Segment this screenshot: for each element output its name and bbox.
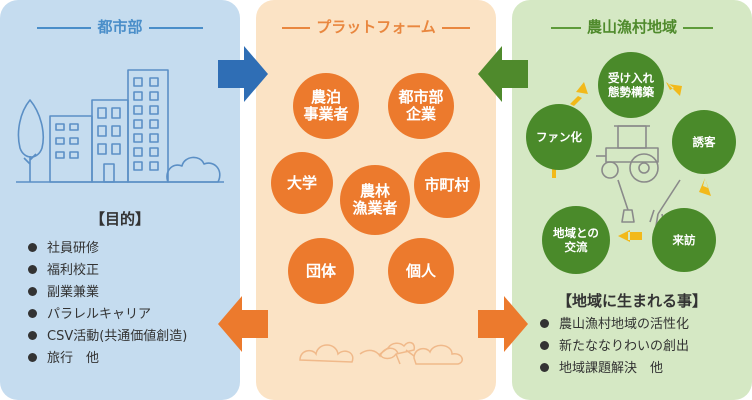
rural-panel: 農山漁村地域 受け入れ 態勢構築 誘客 来訪 地域との 交流 ファン化 【地域に…: [512, 0, 752, 400]
bullet-icon: [540, 319, 549, 328]
arrow-platform-to-urban: [218, 296, 268, 352]
rural-title: 農山漁村地域: [512, 16, 752, 37]
list-item: 副業兼業: [28, 282, 187, 304]
bullet-icon: [540, 341, 549, 350]
arrow-invite-to-visit: [699, 178, 711, 196]
list-item: 旅行 他: [28, 348, 187, 370]
cycle-invite: 誘客: [672, 110, 736, 174]
rural-title-text: 農山漁村地域: [586, 18, 677, 36]
cycle-local-exchange: 地域との 交流: [542, 206, 610, 274]
bullet-icon: [28, 287, 37, 296]
title-line-right: [441, 26, 470, 29]
member-university: 大学: [271, 152, 333, 214]
list-item: 地域課題解決 他: [540, 358, 689, 380]
urban-panel: 都市部 【目的】 社員研修 福利校正 副業兼業 パラレルキャリア CSV活動(共…: [0, 0, 240, 400]
list-item: 社員研修: [28, 238, 187, 260]
list-item: CSV活動(共通価値創造): [28, 326, 187, 348]
member-noryaku-operator: 農泊 事業者: [293, 73, 359, 139]
list-item: 福利校正: [28, 260, 187, 282]
platform-title: プラットフォーム: [256, 16, 496, 37]
bullet-icon: [28, 353, 37, 362]
city-buildings-illustration: [16, 69, 224, 183]
arrow-platform-to-rural: [478, 296, 528, 352]
title-line-left: [37, 26, 92, 29]
cycle-fan: ファン化: [526, 104, 592, 170]
title-line-right: [148, 26, 203, 29]
rural-outcomes-list: 農山漁村地域の活性化 新たななりわいの創出 地域課題解決 他: [540, 314, 689, 380]
bullet-icon: [540, 363, 549, 372]
list-item: 農山漁村地域の活性化: [540, 314, 689, 336]
list-item: 新たななりわいの創出: [540, 336, 689, 358]
bullet-icon: [28, 265, 37, 274]
arrow-fan-to-receive: [570, 82, 588, 106]
bullet-icon: [28, 331, 37, 340]
clouds-and-bird-illustration: [299, 341, 463, 365]
urban-purpose-heading: 【目的】: [89, 210, 150, 228]
tractor-tools-illustration: [596, 125, 681, 227]
title-line-left: [282, 26, 311, 29]
arrow-urban-to-platform: [218, 46, 268, 102]
member-group: 団体: [288, 238, 354, 304]
platform-title-text: プラットフォーム: [316, 18, 436, 36]
arrow-rural-to-platform: [478, 46, 528, 102]
arrow-receive-to-invite: [666, 82, 682, 96]
member-municipality: 市町村: [414, 152, 480, 218]
list-item: パラレルキャリア: [28, 304, 187, 326]
cycle-visit: 来訪: [652, 208, 716, 272]
bullet-icon: [28, 309, 37, 318]
urban-title: 都市部: [0, 16, 240, 37]
cycle-receive-system: 受け入れ 態勢構築: [598, 52, 664, 118]
urban-purpose-list: 社員研修 福利校正 副業兼業 パラレルキャリア CSV活動(共通価値創造) 旅行…: [28, 238, 187, 370]
member-city-company: 都市部 企業: [388, 73, 454, 139]
platform-panel: プラットフォーム 農泊 事業者 都市部 企業 大学 農林 漁業者 市町村 団体 …: [256, 0, 496, 400]
urban-title-text: 都市部: [97, 18, 143, 36]
title-line-left: [550, 26, 581, 29]
member-individual: 個人: [388, 238, 454, 304]
bullet-icon: [28, 243, 37, 252]
rural-outcomes-heading: 【地域に生まれる事】: [556, 292, 707, 310]
member-agri-fishery: 農林 漁業者: [340, 165, 410, 235]
arrow-visit-to-exchange: [618, 230, 642, 242]
title-line-right: [683, 26, 713, 29]
